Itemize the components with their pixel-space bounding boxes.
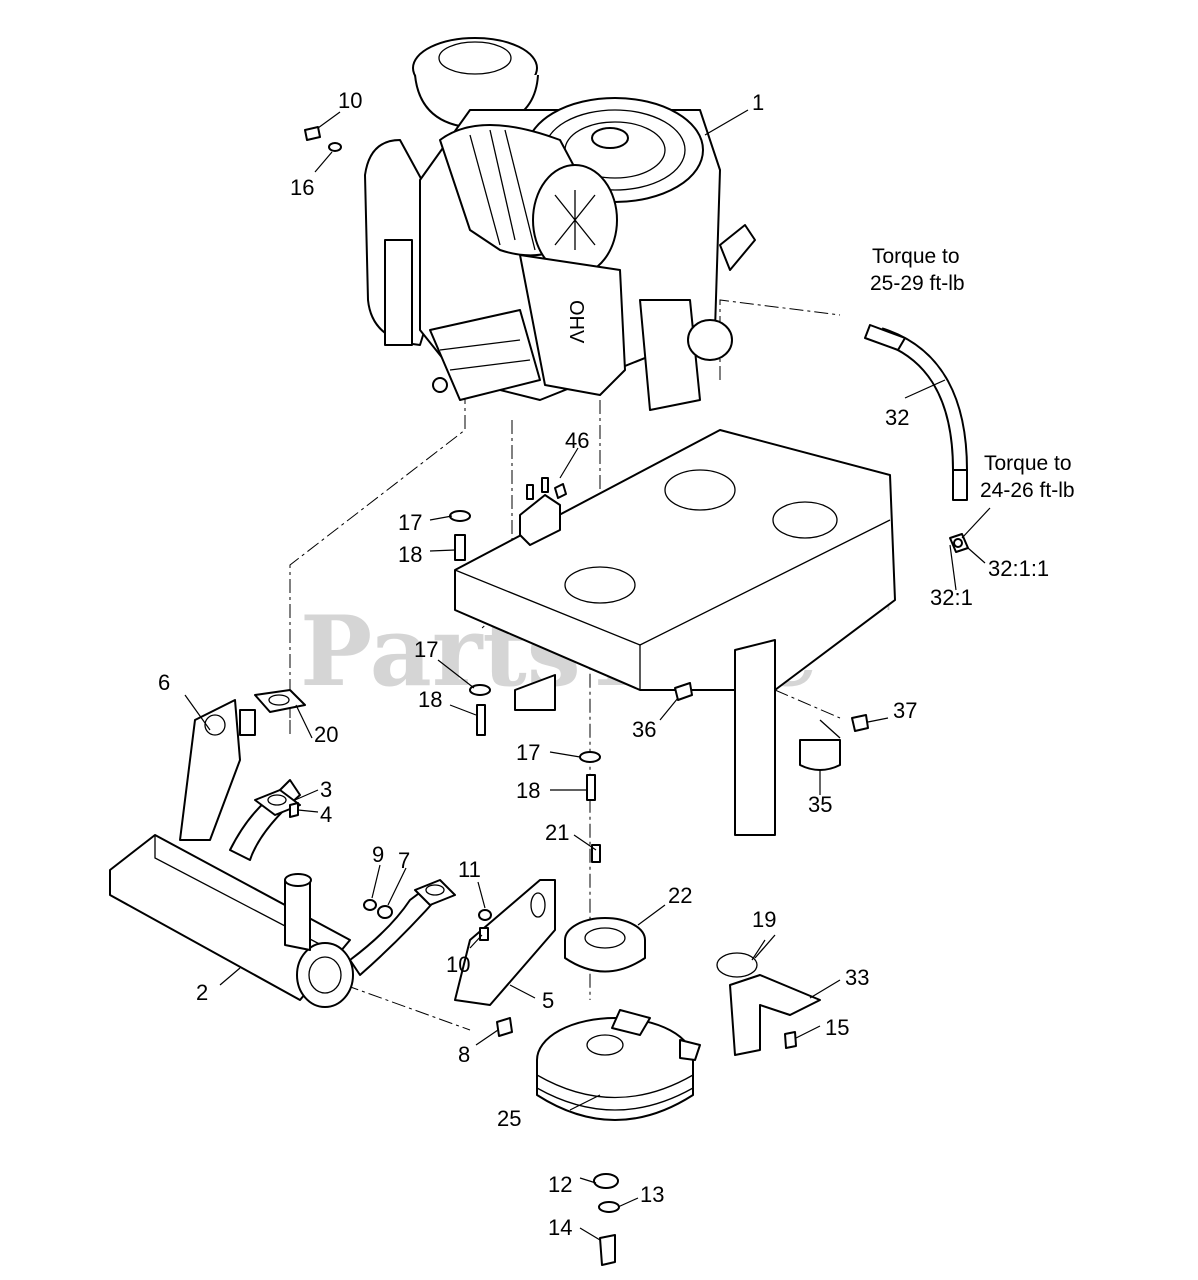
- torque-notes: Torque to 25-29 ft-lb Torque to 24-26 ft…: [870, 245, 1075, 502]
- callout-20[interactable]: 20: [314, 722, 338, 747]
- leader-lines: [184, 109, 991, 1241]
- callout-32[interactable]: 32: [885, 405, 909, 430]
- svg-text:OHV: OHV: [565, 300, 587, 344]
- callout-12[interactable]: 12: [548, 1172, 572, 1197]
- electric-clutch[interactable]: [536, 1009, 701, 1121]
- callout-5[interactable]: 5: [542, 988, 554, 1013]
- hose-clamp[interactable]: [799, 719, 841, 771]
- callout-32-1[interactable]: 32:1: [930, 585, 973, 610]
- callout-4[interactable]: 4: [320, 802, 332, 827]
- torque-note-upper-line1: Torque to: [872, 245, 960, 268]
- callout-18-upper[interactable]: 18: [398, 542, 422, 567]
- callout-3[interactable]: 3: [320, 777, 332, 802]
- pulley[interactable]: [564, 917, 646, 973]
- cable-tie[interactable]: [716, 934, 776, 978]
- callout-18-middle[interactable]: 18: [418, 687, 442, 712]
- callout-6[interactable]: 6: [158, 670, 170, 695]
- callout-9[interactable]: 9: [372, 842, 384, 867]
- callout-10-bottom[interactable]: 10: [446, 952, 470, 977]
- callout-10-top[interactable]: 10: [338, 88, 362, 113]
- callout-25[interactable]: 25: [497, 1106, 521, 1131]
- callout-15[interactable]: 15: [825, 1015, 849, 1040]
- callout-21[interactable]: 21: [545, 820, 569, 845]
- callout-17-lower[interactable]: 17: [516, 740, 540, 765]
- exhaust-flange-right[interactable]: [414, 879, 456, 906]
- callout-7[interactable]: 7: [398, 848, 410, 873]
- callout-11[interactable]: 11: [458, 857, 481, 882]
- callout-1[interactable]: 1: [752, 90, 764, 115]
- clutch-bracket[interactable]: [729, 974, 821, 1056]
- callout-8[interactable]: 8: [458, 1042, 470, 1067]
- muffler-bracket[interactable]: [454, 879, 556, 1006]
- callout-17-upper[interactable]: 17: [398, 510, 422, 535]
- small-hardware[interactable]: [289, 126, 869, 1266]
- callout-19[interactable]: 19: [752, 907, 776, 932]
- exhaust-gasket[interactable]: [254, 689, 306, 713]
- engine[interactable]: OHV: [364, 37, 756, 411]
- callout-36[interactable]: 36: [632, 717, 656, 742]
- hose-fitting[interactable]: [949, 533, 969, 553]
- callout-17-middle[interactable]: 17: [414, 637, 438, 662]
- callout-2[interactable]: 2: [196, 980, 208, 1005]
- frame-plate: [454, 429, 896, 836]
- callout-16[interactable]: 16: [290, 175, 314, 200]
- callout-46[interactable]: 46: [565, 428, 589, 453]
- callout-32-1-1[interactable]: 32:1:1: [988, 556, 1049, 581]
- callouts: 1 2 3 4 5 6 7 8 9 10 10 11 12 13 14 15 1…: [158, 88, 1049, 1240]
- hydraulic-hose[interactable]: [864, 324, 968, 501]
- callout-13[interactable]: 13: [640, 1182, 664, 1207]
- callout-22[interactable]: 22: [668, 883, 692, 908]
- callout-14[interactable]: 14: [548, 1215, 572, 1240]
- callout-35[interactable]: 35: [808, 792, 832, 817]
- callout-33[interactable]: 33: [845, 965, 869, 990]
- callout-18-lower[interactable]: 18: [516, 778, 540, 803]
- exhaust-flange[interactable]: [254, 789, 301, 816]
- torque-note-upper-line2: 25-29 ft-lb: [870, 272, 965, 295]
- torque-note-lower-line2: 24-26 ft-lb: [980, 479, 1075, 502]
- muffler[interactable]: [109, 779, 441, 1008]
- exhaust-bracket[interactable]: [179, 699, 256, 841]
- callout-37[interactable]: 37: [893, 698, 917, 723]
- torque-note-lower-line1: Torque to: [984, 452, 1072, 475]
- hardware-washers-bolts[interactable]: [449, 510, 601, 801]
- starter-solenoid[interactable]: [519, 477, 567, 546]
